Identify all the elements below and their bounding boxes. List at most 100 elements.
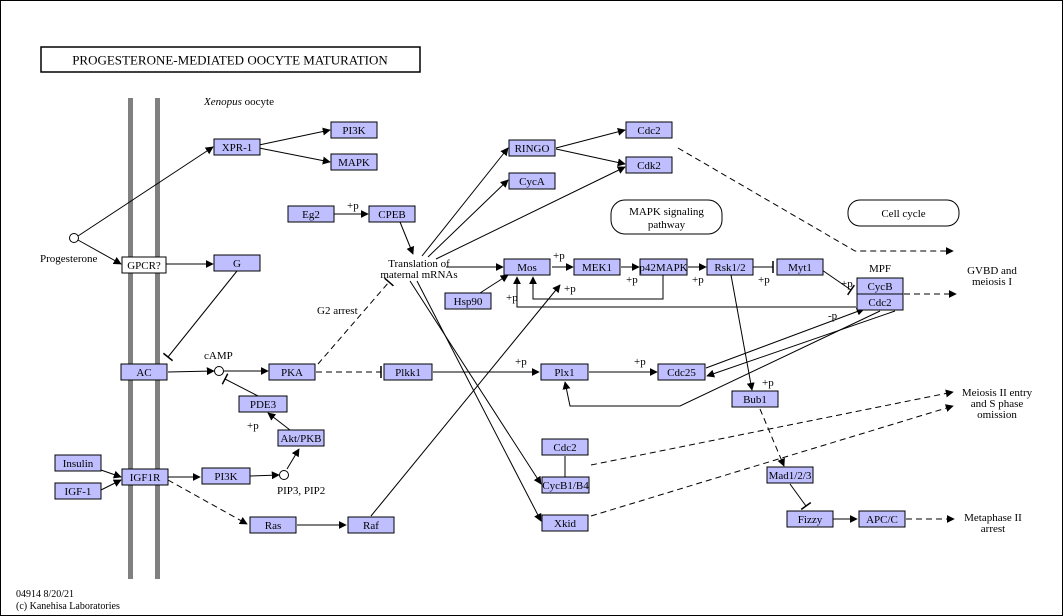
node-igf1[interactable]: IGF-1: [54, 482, 102, 500]
edge-prog-xpr1: [77, 146, 214, 237]
phos-mpf: +p: [841, 278, 853, 290]
meiosis-label-3: omission: [977, 409, 1017, 421]
node-apcc[interactable]: APC/C: [858, 510, 906, 528]
pip-label: PIP3, PIP2: [277, 485, 325, 497]
node-label-cdc2-lower: Cdc2: [553, 442, 576, 454]
gvbd-label-1: GVBD and: [967, 265, 1017, 277]
pathway-mapk[interactable]: MAPK signaling pathway: [610, 199, 723, 235]
edge-cpeb-translation: [399, 221, 414, 255]
gvbd-label-2: meiosis I: [972, 276, 1012, 288]
node-bub1[interactable]: Bub1: [731, 390, 779, 408]
node-cpeb[interactable]: CPEB: [368, 205, 416, 223]
phos-mos: +p: [553, 250, 565, 262]
node-insulin[interactable]: Insulin: [54, 454, 102, 472]
pathway-cellcycle[interactable]: Cell cycle: [847, 199, 960, 227]
g2-arrest-label: G2 arrest: [317, 305, 358, 317]
node-aktpkb[interactable]: Akt/PKB: [277, 429, 325, 447]
node-igf1r[interactable]: IGF1R: [121, 468, 169, 486]
phos-pde3: +p: [247, 420, 259, 432]
node-label-rsk12: Rsk1/2: [714, 262, 745, 274]
node-pi3k-top[interactable]: PI3K: [330, 121, 378, 139]
node-ringo[interactable]: RINGO: [508, 139, 556, 157]
membrane-left: [128, 98, 133, 579]
node-label-apcc: APC/C: [866, 514, 898, 526]
node-plx1[interactable]: Plx1: [540, 363, 589, 381]
node-cdc2-lower[interactable]: Cdc2: [541, 438, 589, 456]
node-label-cdk2: Cdk2: [637, 160, 661, 172]
node-ac[interactable]: AC: [120, 363, 168, 381]
edge-p42mapk-mos-feedback: [529, 275, 664, 300]
node-label-pka: PKA: [281, 367, 303, 379]
node-mapk-top[interactable]: MAPK: [330, 153, 378, 171]
phos-plx1: +p: [515, 356, 527, 368]
title-box: PROGESTERONE-MEDIATED OOCYTE MATURATION: [40, 46, 421, 73]
node-pi3k-bottom[interactable]: PI3K: [201, 467, 251, 485]
edge-igf1-igf1r: [100, 479, 122, 491]
node-cdc2-mpf[interactable]: Cdc2: [856, 293, 904, 311]
node-g[interactable]: G: [213, 254, 261, 272]
edge-raf-mos: [370, 284, 561, 517]
node-pka[interactable]: PKA: [268, 363, 316, 381]
phos-myt1: +p: [758, 274, 770, 286]
camp-compound: [214, 366, 224, 376]
node-mek1[interactable]: MEK1: [573, 258, 621, 276]
edge-tr-cdk2: [435, 166, 626, 260]
node-label-eg2: Eg2: [302, 209, 320, 221]
node-plkk1[interactable]: Plkk1: [383, 363, 433, 381]
node-mos[interactable]: Mos: [503, 258, 551, 276]
node-eg2[interactable]: Eg2: [287, 205, 335, 223]
node-p42mapk[interactable]: p42MAPK: [639, 258, 688, 276]
node-cycb[interactable]: CycB: [856, 277, 904, 295]
node-xkid[interactable]: Xkid: [541, 514, 589, 532]
mpf-label: MPF: [869, 263, 891, 275]
map-id: 04914 8/20/21: [16, 589, 74, 600]
metaphase-label-1: Metaphase II: [964, 512, 1022, 524]
node-label-mek1: MEK1: [582, 262, 612, 274]
edge-igf1r-ras: [167, 479, 248, 525]
node-label-pi3k-top: PI3K: [342, 125, 365, 137]
edge-hsp90-mos: [479, 274, 509, 294]
phos-p42mapk: +p: [626, 274, 638, 286]
edge-mpf-cdc25: [706, 310, 896, 378]
edge-pip-akt: [286, 448, 300, 470]
edge-rsk-bub1: [730, 274, 755, 391]
edge-pde3-camp: [221, 373, 259, 397]
node-label-insulin: Insulin: [63, 458, 94, 470]
node-fizzy[interactable]: Fizzy: [786, 510, 834, 528]
phos-hsp90: +p: [506, 292, 518, 304]
node-cdc25[interactable]: Cdc25: [657, 363, 706, 381]
node-rsk12[interactable]: Rsk1/2: [706, 258, 754, 276]
node-label-cdc2-top: Cdc2: [637, 125, 660, 137]
node-ras[interactable]: Ras: [249, 516, 297, 534]
node-mad123[interactable]: Mad1/2/3: [766, 466, 814, 484]
node-label-cycb1b4: CycB1/B4: [542, 480, 589, 492]
node-xpr1[interactable]: XPR-1: [213, 138, 261, 156]
node-cdc2-top[interactable]: Cdc2: [625, 121, 673, 139]
phos-bub1: +p: [762, 377, 774, 389]
node-myt1[interactable]: Myt1: [776, 258, 824, 276]
node-cycb1b4[interactable]: CycB1/B4: [541, 476, 590, 494]
node-pde3[interactable]: PDE3: [238, 395, 288, 413]
node-label-ras: Ras: [265, 520, 282, 532]
node-cyca[interactable]: CycA: [508, 172, 556, 190]
node-gpcr[interactable]: GPCR?: [121, 256, 167, 274]
edge-pka-translation: [317, 277, 395, 365]
edge-tr-ringo: [421, 147, 509, 257]
pip-compound: [279, 470, 289, 480]
node-hsp90[interactable]: Hsp90: [444, 292, 492, 310]
node-label-ringo: RINGO: [515, 143, 550, 155]
node-raf[interactable]: Raf: [347, 516, 395, 534]
progesterone-label: Progesterone: [40, 253, 98, 265]
edge-mpf-plx1: [562, 310, 881, 407]
node-label-cdc2-mpf: Cdc2: [868, 297, 891, 309]
progesterone-compound: [69, 233, 79, 243]
phos-cdc25: +p: [634, 356, 646, 368]
edge-xpr1-pi3k: [258, 127, 331, 146]
node-label-cyca: CycA: [519, 176, 545, 188]
node-label-cdc25: Cdc25: [667, 367, 696, 379]
edge-ringo-cdc2: [555, 127, 626, 149]
node-cdk2[interactable]: Cdk2: [625, 156, 673, 174]
edge-xkid-meiosis: [590, 404, 954, 517]
node-label-mad123: Mad1/2/3: [769, 470, 812, 482]
